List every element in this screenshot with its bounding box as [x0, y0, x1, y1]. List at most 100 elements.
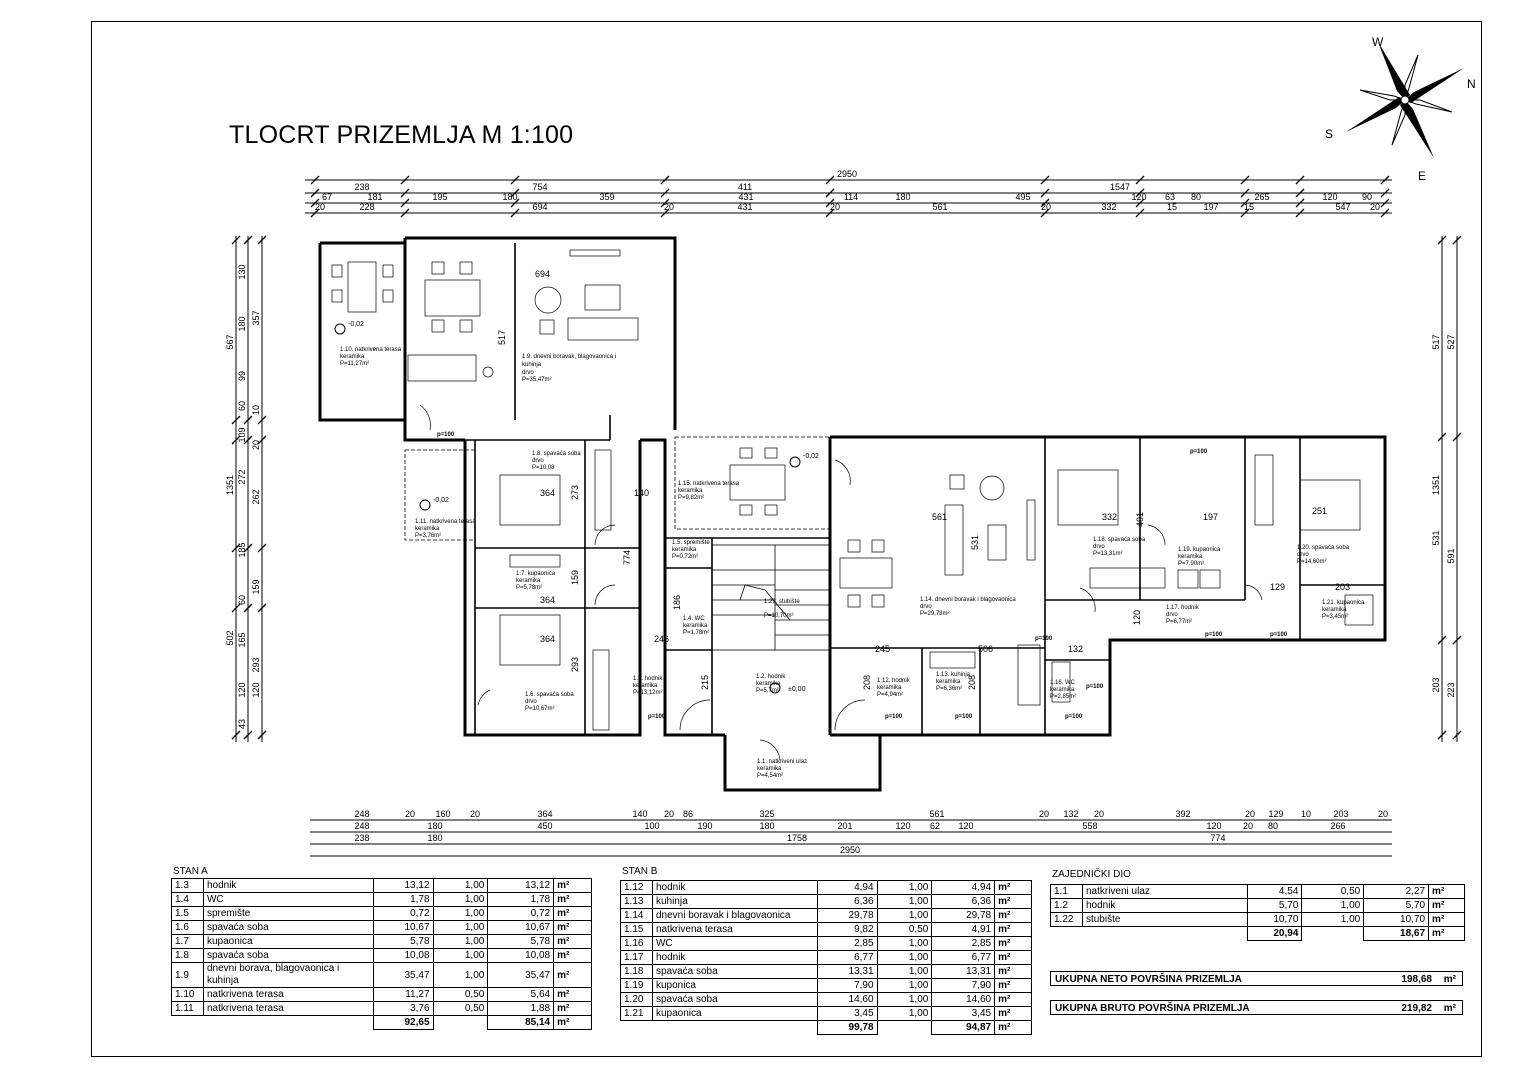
dim-label: 181 — [367, 192, 382, 202]
area-gross: 35,47 — [372, 962, 434, 988]
dim-label: 120 — [895, 821, 910, 831]
area-net: 1,78 — [487, 892, 555, 907]
dim-label: 20 — [830, 202, 840, 212]
dim-label: 293 — [251, 657, 261, 672]
room-name: hodnik — [202, 878, 374, 893]
furniture — [331, 249, 1374, 731]
room-number: 1.6 — [171, 920, 204, 935]
dim-label: 262 — [251, 489, 261, 504]
room-name: stubište — [1081, 912, 1248, 927]
p-mark-1: p=100 — [437, 432, 455, 438]
bruto-unit: m² — [1443, 1003, 1456, 1014]
room-label-1-8: 1.8. spavaća soba drvo P=10,08 — [532, 451, 581, 471]
stan-b-total-gross: 99,78 — [816, 1020, 878, 1035]
dim-label: 20 — [1378, 809, 1388, 819]
p-mark-10: p=100 — [1086, 684, 1104, 690]
area-gross: 29,78 — [816, 908, 878, 923]
area-unit: m² — [994, 978, 1032, 993]
area-gross: 10,70 — [1246, 912, 1303, 927]
room-number: 1.7 — [171, 934, 204, 949]
factor: 0,50 — [432, 987, 489, 1002]
area-net: 5,64 — [487, 987, 555, 1002]
int-dim-159: 159 — [570, 570, 580, 585]
svg-text:P=5,7m²: P=5,7m² — [756, 688, 779, 694]
factor: 1,00 — [432, 948, 489, 963]
room-name: dnevni boravak i blagovaonica — [651, 908, 818, 923]
factor: 1,00 — [876, 908, 933, 923]
room-number: 1.8 — [171, 948, 204, 963]
area-unit: m² — [994, 922, 1032, 937]
area-gross: 10,08 — [372, 948, 434, 963]
area-gross: 6,36 — [816, 894, 878, 909]
svg-text:1.5. spremište: 1.5. spremište — [672, 540, 710, 546]
svg-text:keramika: keramika — [936, 679, 961, 685]
dim-label: 15 — [1167, 202, 1177, 212]
room-number: 1.22 — [1050, 912, 1083, 927]
svg-text:P=11,27m²: P=11,27m² — [340, 361, 369, 367]
dim-label: 201 — [837, 821, 852, 831]
room-name: kupaonica — [651, 1006, 818, 1021]
dim-label: 120 — [958, 821, 973, 831]
room-label-1-11: 1.11. natkrivena terasa keramika P=3,76m… — [415, 519, 476, 539]
int-dim-208a: 208 — [862, 675, 872, 690]
room-label-1-17: 1.17. hodnik drvo P=6,77m² — [1166, 605, 1200, 625]
factor: 1,00 — [432, 920, 489, 935]
level-mark-1: -0,02 — [348, 321, 364, 328]
svg-text:P=29,78m²: P=29,78m² — [920, 611, 950, 617]
dim-label: 248 — [354, 809, 369, 819]
area-unit: m² — [1428, 884, 1465, 899]
dim-label: 60 — [237, 595, 247, 605]
area-unit: m² — [994, 1006, 1032, 1021]
dim-label: 120 — [1206, 821, 1221, 831]
factor: 1,00 — [876, 992, 933, 1007]
room-name: natkriveni ulaz — [1081, 884, 1248, 899]
room-name: spremište — [202, 906, 374, 921]
svg-text:P=3,45m²: P=3,45m² — [1322, 614, 1348, 620]
room-label-1-14: 1.14. dnevni boravak i blagovaonica drvo… — [920, 597, 1016, 617]
dim-label: 1547 — [1110, 182, 1130, 192]
dim-label: 238 — [354, 833, 369, 843]
int-dim-694: 694 — [535, 269, 550, 279]
area-net: 13,12 — [487, 878, 555, 893]
dim-label: 100 — [644, 821, 659, 831]
int-dim-774: 774 — [622, 550, 632, 565]
svg-text:1.17. hodnik: 1.17. hodnik — [1166, 605, 1200, 611]
svg-text:1.20. spavaća soba: 1.20. spavaća soba — [1297, 545, 1350, 551]
p-mark-7: p=100 — [1270, 632, 1288, 638]
svg-text:keramika: keramika — [633, 683, 658, 689]
room-number: 1.16 — [620, 936, 653, 951]
dim-label: 109 — [237, 427, 247, 442]
room-label-1-7: 1.7. kupaonica keramika P=5,78m² — [516, 571, 556, 591]
svg-text:drvo: drvo — [1166, 612, 1178, 618]
bruto-value: 219,82 — [1401, 1003, 1432, 1014]
dim-label: 120 — [251, 682, 261, 697]
bruto-summary: UKUPNA BRUTO POVRŠINA PRIZEMLJA 219,82 m… — [1050, 1000, 1463, 1015]
area-gross: 0,72 — [372, 906, 434, 921]
p-mark-6: p=100 — [1205, 632, 1223, 638]
room-label-1-5: 1.5. spremište keramika P=0,72m² — [672, 540, 710, 560]
area-net: 0,72 — [487, 906, 555, 921]
dim-label: 180 — [895, 192, 910, 202]
compass-s: S — [1325, 127, 1333, 141]
area-net: 5,70 — [1363, 898, 1430, 913]
dim-label: 60 — [237, 401, 247, 411]
dim-label: 185 — [237, 542, 247, 557]
int-dim-401: 401 — [1135, 512, 1145, 527]
area-gross: 9,82 — [816, 922, 878, 937]
left-dimension-ticks — [231, 235, 267, 740]
drawing-frame — [91, 21, 1482, 1057]
dim-label: 20 — [1370, 202, 1380, 212]
area-gross: 5,70 — [1246, 898, 1303, 913]
room-number: 1.11 — [171, 1001, 204, 1016]
dim-label: 20 — [1039, 809, 1049, 819]
dim-label: 160 — [435, 809, 450, 819]
